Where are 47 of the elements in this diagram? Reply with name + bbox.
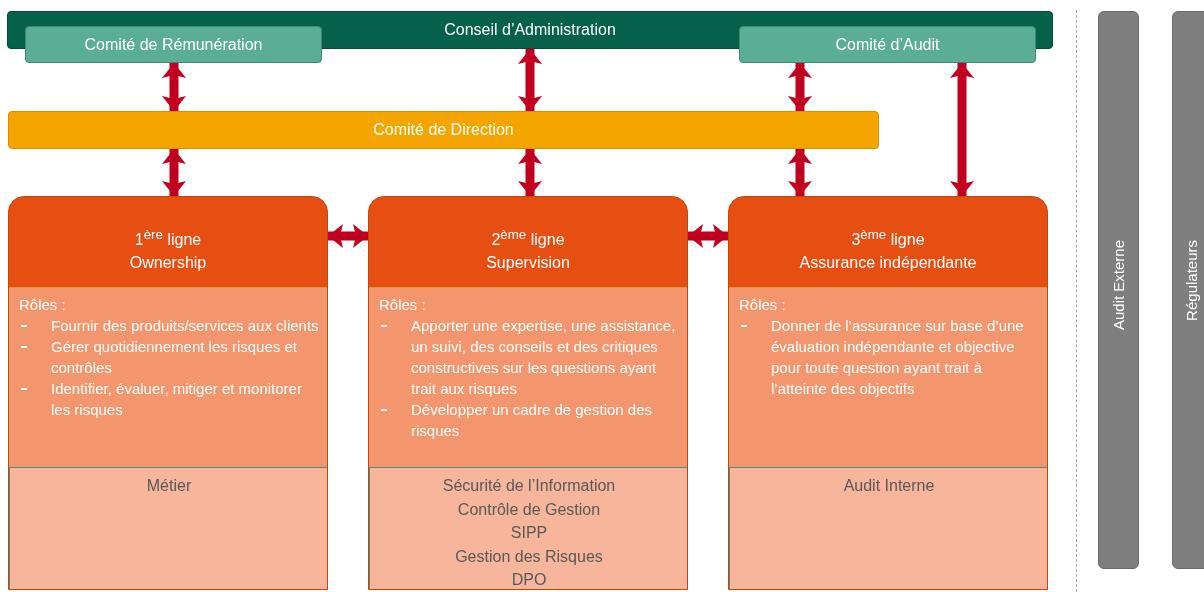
double-arrow <box>788 149 812 196</box>
role-item: Identifier, évaluer, mitiger et monitorer les risques <box>51 379 303 420</box>
department-name: Sécurité de l’Information <box>441 476 617 496</box>
department-panel <box>9 467 327 589</box>
department-name: Métier <box>145 476 193 496</box>
line-card <box>368 196 688 590</box>
role-item: Donner de l’assurance sur base d’une évaluation indépendante et objective pour toute question ayant trait à l’atteinte des objectifs <box>771 316 1025 399</box>
department-name: Gestion des Risques <box>454 546 604 567</box>
double-arrow <box>518 49 542 111</box>
role-item: Apporter une expertise, une assistance, un suivi, des conseils et des critiques constructives sur les questions ayant trait aux risques <box>411 316 677 399</box>
double-arrow <box>950 63 974 196</box>
role-item: Fournir des produits/services aux clients <box>51 316 319 336</box>
double-arrow <box>328 224 368 248</box>
roles-panel <box>9 287 327 467</box>
card-heading: Ownership <box>128 253 208 274</box>
department-panel <box>369 467 687 589</box>
line-card <box>8 196 328 590</box>
line-card <box>728 196 1048 590</box>
double-arrow <box>688 224 728 248</box>
department-name: Contrôle de Gestion <box>456 499 602 520</box>
role-item: Gérer quotidiennement les risques et contrôles <box>51 337 298 378</box>
department-name: DPO <box>510 570 548 589</box>
card-heading: 3$^{ème}$ ligne <box>850 226 926 251</box>
roles-label: Rôles : <box>379 295 427 315</box>
card-heading: 2$^{ème}$ ligne <box>490 226 566 251</box>
card-heading: Supervision <box>485 253 571 274</box>
double-arrow <box>162 63 186 111</box>
committee-box: Comité de Rémunération <box>25 26 322 63</box>
double-arrow <box>788 63 812 111</box>
card-heading: 1$^{ère}$ ligne <box>133 226 203 251</box>
bar-label: Audit Externe <box>1108 240 1128 331</box>
department-name: Audit Interne <box>842 476 936 496</box>
card-heading: Assurance indépendante <box>798 253 978 274</box>
roles-label: Rôles : <box>19 295 67 315</box>
committee-box: Comité d’Audit <box>739 26 1036 63</box>
double-arrow <box>162 149 186 196</box>
roles-label: Rôles : <box>739 295 787 315</box>
side-bar <box>1172 11 1204 569</box>
management-committee-box: Comité de Direction <box>8 111 879 149</box>
roles-panel <box>729 287 1047 467</box>
side-bar <box>1098 11 1139 569</box>
bar-label: Régulateurs <box>1182 240 1201 321</box>
department-name: SIPP <box>509 523 549 543</box>
double-arrow <box>518 149 542 196</box>
department-panel <box>729 467 1047 589</box>
role-item: Développer un cadre de gestion des risques <box>411 400 653 441</box>
roles-panel <box>369 287 687 467</box>
